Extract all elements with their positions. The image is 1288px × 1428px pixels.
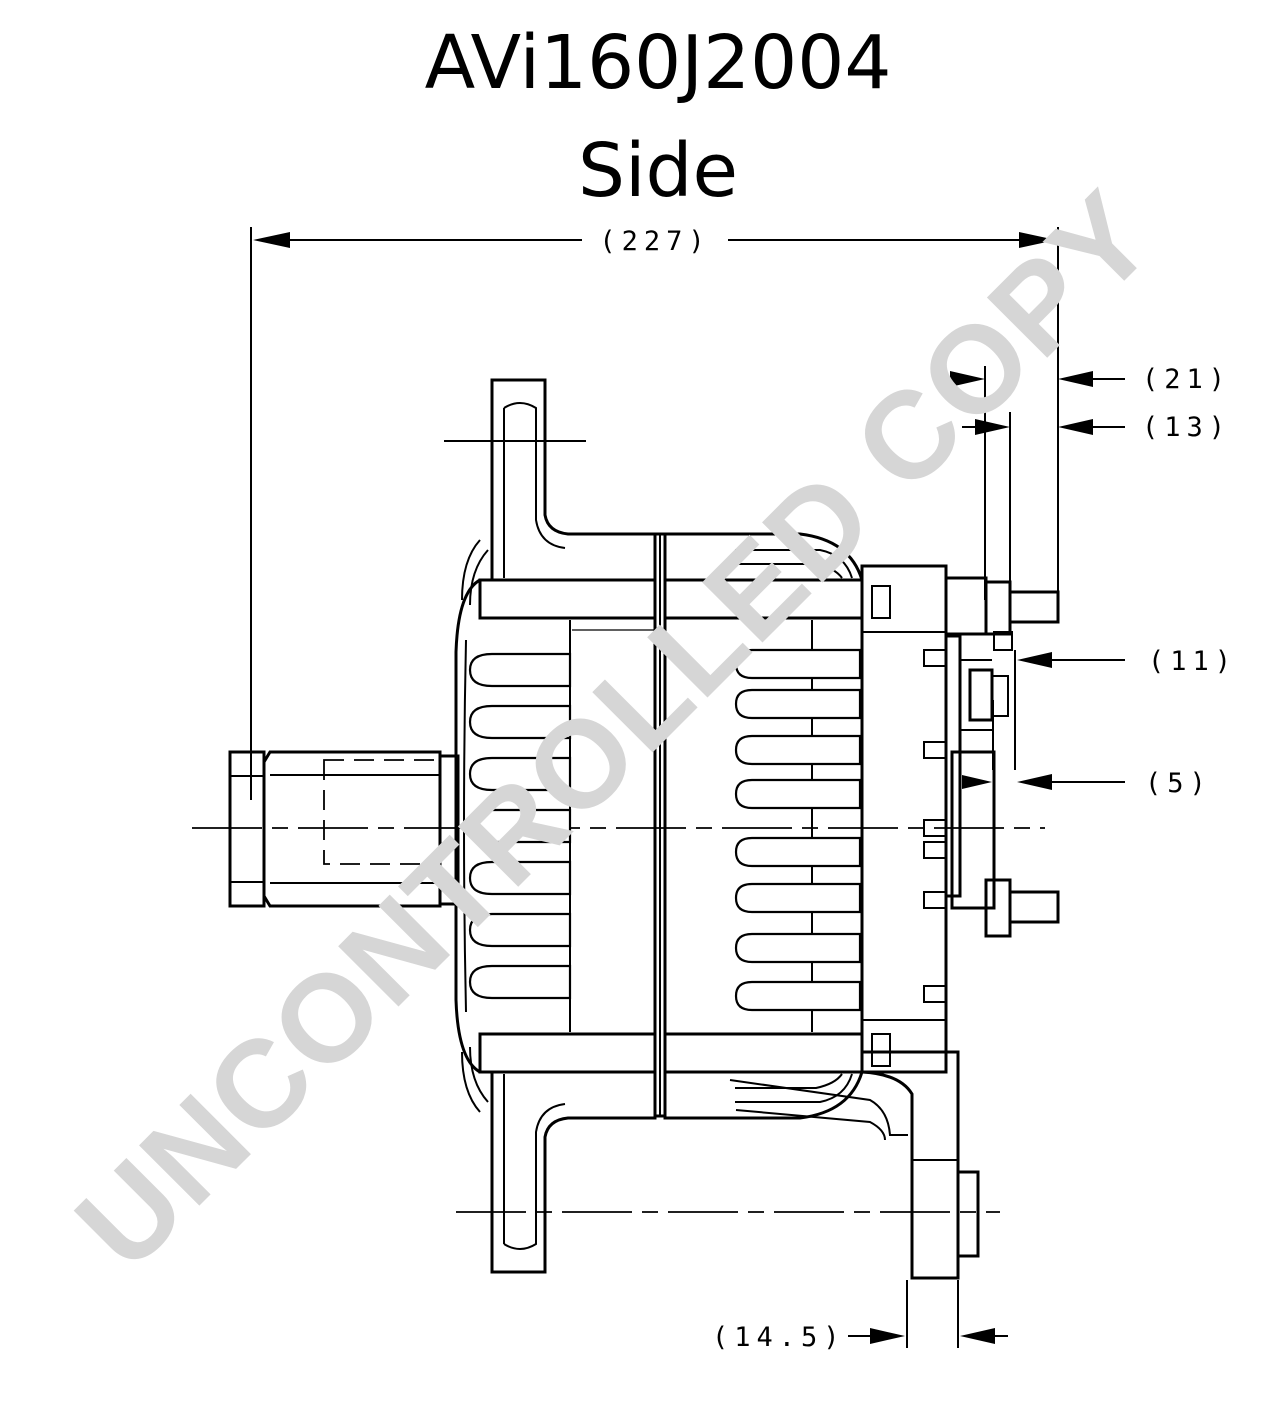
dimension-21-label: (21) [1142, 364, 1231, 395]
dimension-13-label: (13) [1142, 412, 1231, 443]
dimension-14-5-label: (14.5) [712, 1322, 846, 1353]
front-housing-vent-slots [468, 652, 572, 1000]
pulley-shaft [228, 750, 460, 908]
b-plus-terminal-upper [984, 580, 1060, 651]
lower-mounting-ear [461, 1046, 657, 1274]
dimension-11-label: (11) [1148, 646, 1237, 677]
upper-mounting-ear [461, 378, 657, 606]
rear-cover [860, 564, 996, 1067]
rear-housing-vent-slots [734, 648, 862, 1012]
mounting-foot-bracket [700, 1050, 980, 1280]
dimension-terminal-11: (11) [1014, 646, 1237, 770]
dimension-terminal-5: (5) [962, 700, 1212, 799]
d-plus-terminal [960, 659, 1009, 731]
view-subtitle: Side [578, 128, 738, 214]
part-number-title: AVi160J2004 [425, 20, 892, 106]
dimension-terminal-21: (21) [936, 364, 1231, 600]
dimension-mount-foot: (14.5) [712, 1280, 1008, 1353]
center-lines [192, 440, 1045, 1213]
uncontrolled-copy-watermark: UNCONTROLLED COPY [50, 165, 1180, 1295]
b-plus-terminal-lower [984, 878, 1060, 938]
dimension-5-label: (5) [1145, 768, 1212, 799]
dimension-227-label: (227) [599, 226, 710, 257]
dimension-overall-length: (227) [250, 226, 1059, 800]
dimension-terminal-13: (13) [962, 412, 1231, 600]
